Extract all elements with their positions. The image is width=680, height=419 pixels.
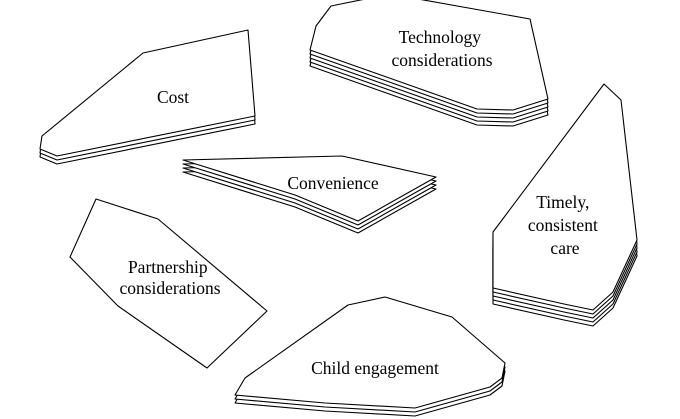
piece-label-line: Timely, [536, 192, 589, 212]
svg-text:Technology consideration: Technology considerations [391, 27, 492, 70]
piece-cost: Cost [39, 29, 256, 165]
piece-layer [39, 29, 256, 157]
piece-label-line: Partnership [128, 257, 208, 277]
svg-text:Timely, consistent: Timely, consistent care [528, 192, 602, 258]
piece-label-line: Child engagement [311, 358, 439, 378]
svg-text:Convenience: Convenience [287, 173, 379, 193]
piece-timely-consistent-care: Timely, consistent care [492, 83, 638, 327]
piece-convenience: Convenience [182, 155, 437, 234]
piece-layer [234, 296, 506, 409]
piece-layer [182, 155, 437, 222]
piece-layer [69, 198, 268, 369]
piece-label-line: considerations [119, 278, 220, 298]
piece-layer [309, 0, 549, 111]
svg-text:Partnership consideratio: Partnership considerations [119, 257, 220, 298]
piece-label-line: Convenience [287, 173, 379, 193]
piece-technology: Technology considerations [309, 0, 549, 127]
piece-layer [492, 83, 638, 311]
piece-label-line: care [550, 238, 579, 258]
piece-label-line: Cost [157, 87, 189, 107]
svg-text:Cost: Cost [157, 87, 189, 107]
piece-partnership: Partnership considerations [69, 198, 268, 369]
piece-child-engagement: Child engagement [234, 296, 506, 417]
piece-label-line: Technology [399, 27, 482, 47]
svg-text:Child engagement: Child engagement [311, 358, 439, 378]
piece-label-line: considerations [391, 50, 492, 70]
piece-label-line: consistent [528, 215, 598, 235]
